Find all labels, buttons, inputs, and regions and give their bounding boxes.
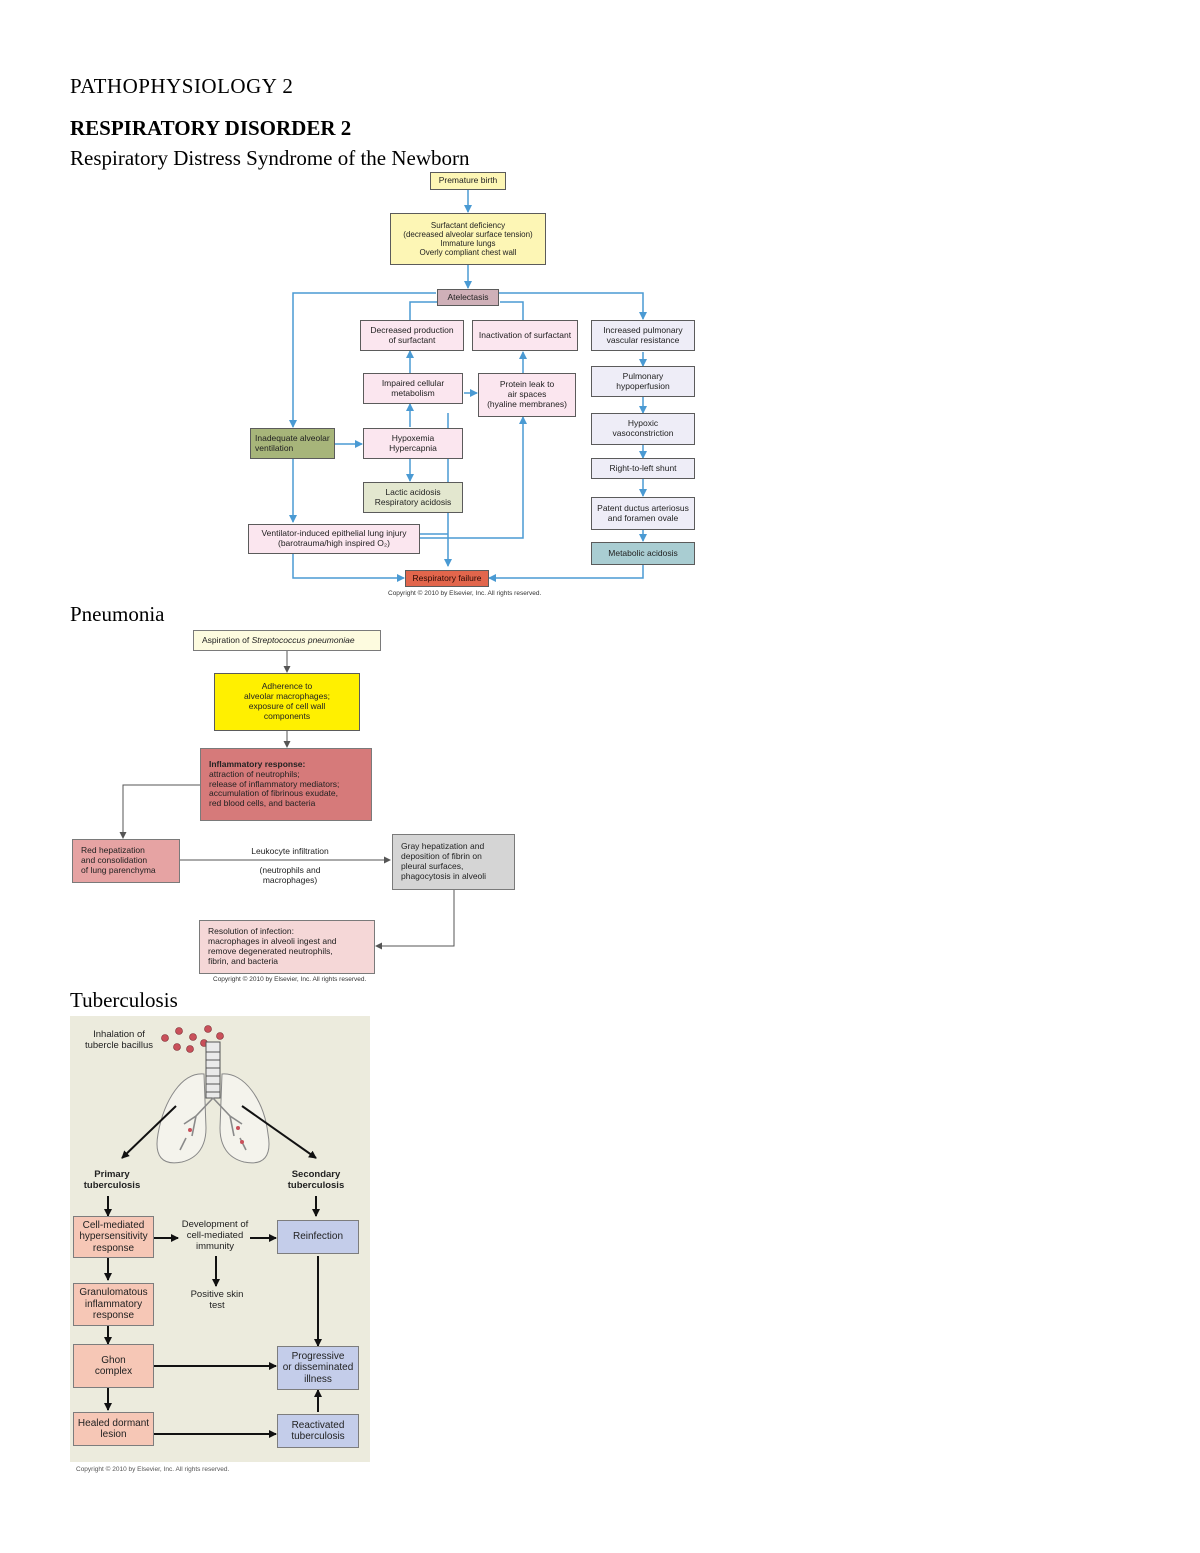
rds-box-premature-birth: Premature birth [430,172,506,190]
pneumonia-box-resolution: Resolution of infection: macrophages in … [199,920,375,974]
rds-box-atelectasis: Atelectasis [437,289,499,306]
inflammatory-title: Inflammatory response: [209,759,306,770]
pneumonia-box-adherence: Adherence to alveolar macrophages; expos… [214,673,360,731]
tb-box-cell-mediated: Cell-mediated hypersensitivity response [73,1216,154,1258]
tb-box-reinfection: Reinfection [277,1220,359,1254]
inflammatory-body: attraction of neutrophils; release of in… [209,768,340,809]
lungs-shape [156,1073,270,1164]
bronchi-shape [179,1097,247,1151]
pneumonia-box-aspiration: Aspiration of Streptococcus pneumoniae [193,630,381,651]
rds-box-pulmonary-hypoperfusion: Pulmonary hypoperfusion [591,366,695,397]
rds-diagram: Premature birth Surfactant deficiency (d… [240,168,710,602]
tb-box-progressive: Progressive or disseminated illness [277,1346,359,1390]
rds-box-respiratory-failure: Respiratory failure [405,570,489,587]
aspiration-prefix: Aspiration of [202,634,252,645]
tb-box-ghon-complex: Ghon complex [73,1344,154,1388]
pneumonia-box-red-hepatization: Red hepatization and consolidation of lu… [72,839,180,883]
section-title-rds: Respiratory Distress Syndrome of the New… [70,146,470,170]
tb-primary-label: Primary tuberculosis [83,1169,141,1191]
pneumonia-copyright: Copyright © 2010 by Elsevier, Inc. All r… [213,976,367,983]
tuberculosis-diagram: Inhalation of tubercle bacillus Primary … [70,1016,370,1473]
tb-box-reactivated: Reactivated tuberculosis [277,1414,359,1448]
rds-box-surfactant-deficiency: Surfactant deficiency (decreased alveola… [390,213,546,265]
rds-box-impaired-metabolism: Impaired cellular metabolism [363,373,463,404]
tb-copyright: Copyright © 2010 by Elsevier, Inc. All r… [76,1466,230,1473]
trachea-shape [205,1041,221,1099]
leukocyte-label: Leukocyte infiltration [251,846,329,856]
rds-copyright: Copyright © 2010 by Elsevier, Inc. All r… [388,590,542,597]
pneumonia-arrows [119,651,455,950]
section-title-pneumonia: Pneumonia [70,602,165,626]
rds-box-inactivation-surfactant: Inactivation of surfactant [472,320,578,351]
pneumonia-box-inflammatory: Inflammatory response: attraction of neu… [200,748,372,821]
rds-box-ventilator-injury: Ventilator-induced epithelial lung injur… [248,524,420,554]
rds-box-decreased-production: Decreased production of surfactant [360,320,464,351]
rds-box-pulmonary-resistance: Increased pulmonary vascular resistance [591,320,695,351]
tb-secondary-label: Secondary tuberculosis [287,1169,345,1191]
rds-box-hypoxemia: Hypoxemia Hypercapnia [363,428,463,459]
pneumonia-diagram: Aspiration of Streptococcus pneumoniae A… [70,628,520,986]
tb-box-healed: Healed dormant lesion [73,1412,154,1446]
neutrophils-label: (neutrophils and macrophages) [259,865,321,885]
tb-illustration [104,1025,322,1438]
tb-box-granulomatous: Granulomatous inflammatory response [73,1283,154,1326]
rds-box-patent-ductus: Patent ductus arteriosus and foramen ova… [591,497,695,530]
rds-box-right-left-shunt: Right-to-left shunt [591,458,695,479]
document-heading: RESPIRATORY DISORDER 2 [70,116,352,140]
bacillus-dots [161,1025,224,1053]
tb-development-label: Development of cell-mediated immunity [181,1219,249,1252]
rds-box-hypoxic-vasoconstriction: Hypoxic vasoconstriction [591,413,695,445]
rds-box-protein-leak: Protein leak to air spaces (hyaline memb… [478,373,576,417]
pneumonia-box-gray-hepatization: Gray hepatization and deposition of fibr… [392,834,515,890]
rds-box-metabolic-acidosis: Metabolic acidosis [591,542,695,565]
rds-box-inadequate-ventilation: Inadequate alveolar ventilation [250,428,335,459]
rds-box-lactic-acidosis: Lactic acidosis Respiratory acidosis [363,482,463,513]
course-title: PATHOPHYSIOLOGY 2 [70,74,294,98]
section-title-tuberculosis: Tuberculosis [70,988,178,1012]
tb-inhalation-label: Inhalation of tubercle bacillus [84,1029,154,1051]
aspiration-organism: Streptococcus pneumoniae [251,634,355,645]
tb-positive-skin-label: Positive skin test [190,1289,244,1311]
